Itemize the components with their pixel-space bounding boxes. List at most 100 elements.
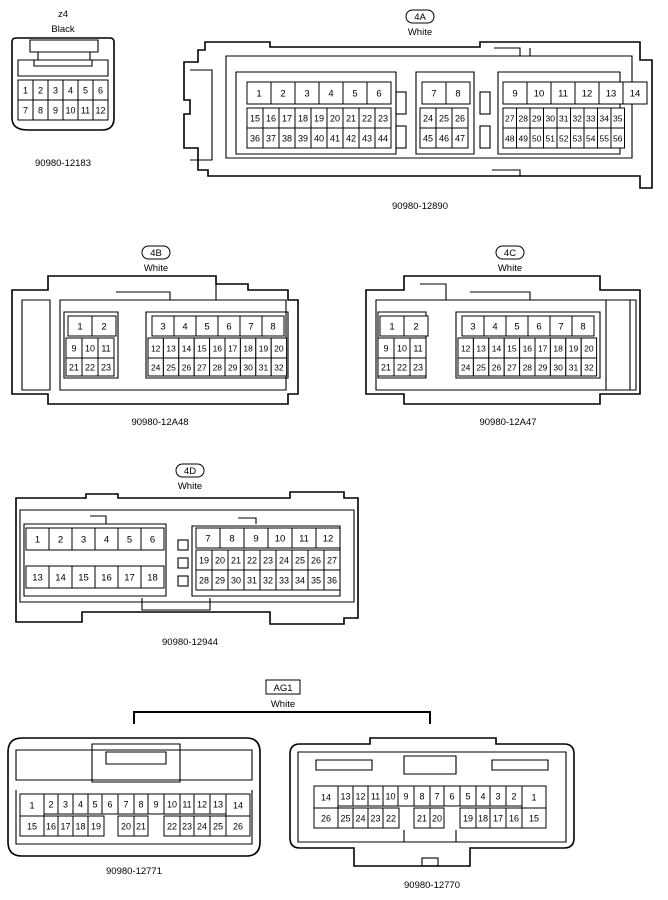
- pin-number: 18: [243, 343, 253, 353]
- pin-number: 13: [476, 343, 486, 353]
- pin-number: 15: [27, 821, 37, 831]
- pin-number: 2: [38, 85, 43, 95]
- pin-number: 30: [243, 362, 253, 372]
- pin-number: 1: [531, 792, 536, 802]
- connector-code: z4: [58, 9, 68, 20]
- pin-number: 13: [340, 791, 350, 801]
- pin-number: 12: [151, 343, 161, 353]
- pin-number: 46: [439, 133, 449, 143]
- pin-number: 4: [492, 321, 497, 332]
- connector-color: White: [178, 481, 202, 492]
- pin-number: 5: [92, 799, 97, 809]
- pin-number: 7: [431, 88, 436, 99]
- pin-number: 5: [83, 85, 88, 95]
- pin-number: 11: [81, 105, 90, 115]
- pin-number: 10: [167, 799, 177, 809]
- pin-number: 19: [569, 343, 579, 353]
- pin-number: 7: [23, 105, 28, 115]
- pin-number: 4: [78, 799, 83, 809]
- pin-number: 30: [231, 575, 241, 585]
- pin-number: 31: [259, 362, 269, 372]
- pin-number: 1: [23, 85, 28, 95]
- pin-number: 29: [538, 362, 548, 372]
- pin-number: 25: [340, 813, 350, 823]
- pin-number: 22: [167, 821, 177, 831]
- pin-number: 16: [266, 113, 276, 123]
- pin-number: 28: [519, 113, 529, 123]
- pin-number: 55: [600, 133, 610, 143]
- pin-number: 18: [553, 343, 563, 353]
- pin-number: 14: [630, 88, 641, 99]
- part-number: 90980-12944: [162, 637, 218, 648]
- pin-number: 14: [321, 792, 331, 802]
- pin-number: 11: [182, 799, 191, 809]
- pin-number: 7: [248, 321, 253, 332]
- pin-number: 1: [29, 800, 34, 810]
- pin-number: 54: [586, 133, 596, 143]
- pin-number: 28: [523, 362, 533, 372]
- pin-number: 24: [151, 362, 161, 372]
- connector-tag: [141, 245, 171, 260]
- pin-number: 1: [35, 534, 40, 545]
- pin-number: 15: [529, 813, 539, 823]
- pin-number: 22: [85, 362, 95, 372]
- pin-cell: [92, 99, 109, 121]
- pin-number: 2: [511, 791, 516, 801]
- pin-number: 2: [48, 799, 53, 809]
- pin-number: 4: [68, 85, 73, 95]
- pin-number: 25: [295, 555, 305, 565]
- part-number: 90980-12771: [106, 866, 162, 877]
- pin-number: 15: [250, 113, 260, 123]
- pin-number: 10: [385, 791, 395, 801]
- pin-number: 10: [65, 105, 75, 115]
- pin-number: 11: [413, 343, 422, 353]
- pin-number: 21: [381, 362, 391, 372]
- pin-number: 8: [419, 791, 424, 801]
- pin-number: 50: [532, 133, 542, 143]
- pin-number: 20: [330, 113, 340, 123]
- pin-cell: [409, 357, 427, 377]
- pin-number: 11: [299, 533, 309, 544]
- pin-number: 17: [493, 813, 503, 823]
- pin-number: 8: [455, 88, 460, 99]
- pin-number: 32: [573, 113, 583, 123]
- part-number: 90980-12770: [404, 880, 460, 891]
- part-number: 90980-12A47: [479, 417, 536, 428]
- pin-number: 31: [247, 575, 257, 585]
- pin-cell: [382, 807, 400, 829]
- pin-number: 48: [505, 133, 515, 143]
- pin-number: 27: [507, 362, 517, 372]
- pin-number: 24: [423, 113, 433, 123]
- connector-tag: [495, 245, 525, 260]
- pin-number: 26: [492, 362, 502, 372]
- pin-cell: [610, 127, 625, 149]
- pin-cell: [521, 807, 547, 829]
- pin-number: 8: [138, 799, 143, 809]
- pin-number: 17: [124, 572, 135, 583]
- pin-number: 12: [355, 791, 365, 801]
- pin-number: 4: [480, 791, 485, 801]
- pin-number: 6: [376, 88, 381, 99]
- pin-number: 13: [32, 572, 43, 583]
- pin-cell: [580, 357, 598, 377]
- pin-number: 26: [321, 813, 331, 823]
- pin-number: 17: [538, 343, 548, 353]
- pin-number: 5: [352, 88, 357, 99]
- pin-number: 29: [532, 113, 542, 123]
- pin-number: 21: [231, 555, 241, 565]
- pin-number: 21: [417, 813, 427, 823]
- pin-number: 6: [449, 791, 454, 801]
- pin-number: 25: [476, 362, 486, 372]
- pin-number: 27: [327, 555, 337, 565]
- pin-number: 19: [199, 555, 209, 565]
- pin-number: 51: [546, 133, 556, 143]
- pin-number: 15: [197, 343, 207, 353]
- pin-number: 25: [213, 821, 223, 831]
- pin-number: 29: [228, 362, 238, 372]
- pin-number: 1: [389, 321, 394, 332]
- connector-tag: [405, 9, 435, 24]
- pin-number: 16: [213, 343, 223, 353]
- pin-number: 24: [355, 813, 365, 823]
- pin-cell: [140, 527, 165, 551]
